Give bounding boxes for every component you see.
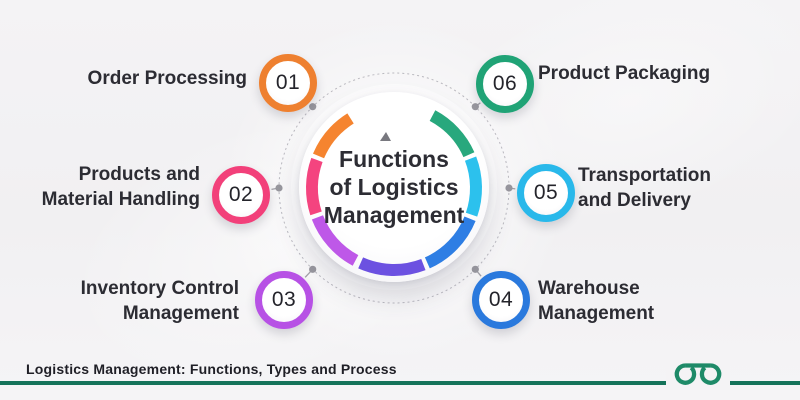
footer-divider-line bbox=[0, 381, 800, 385]
item-number: 04 bbox=[488, 288, 514, 311]
item-circle-06: 06 bbox=[476, 55, 534, 113]
item-circle-05: 05 bbox=[517, 164, 575, 222]
center-title-line: Functions bbox=[339, 146, 449, 172]
item-label-transportation-delivery: Transportation and Delivery bbox=[578, 165, 712, 211]
item-number: 03 bbox=[271, 288, 297, 311]
item-label-product-packaging: Product Packaging bbox=[538, 63, 711, 84]
item-circle-03: 03 bbox=[255, 271, 313, 329]
item-number: 01 bbox=[275, 71, 301, 94]
center-title-line: of Logistics bbox=[329, 174, 459, 200]
item-label-inventory-control-management: Inventory Control Management bbox=[80, 278, 239, 324]
item-label-products-material-handling: Products and Material Handling bbox=[41, 164, 200, 210]
geeksforgeeks-logo-icon bbox=[674, 363, 722, 385]
item-number: 06 bbox=[492, 72, 518, 95]
item-circle-04: 04 bbox=[472, 271, 530, 329]
item-label-warehouse-management: Warehouse Management bbox=[538, 278, 655, 324]
item-number: 05 bbox=[533, 181, 559, 204]
center-title-line: Management bbox=[323, 202, 465, 228]
footer-caption: Logistics Management: Functions, Types a… bbox=[26, 361, 397, 377]
item-circle-01: 01 bbox=[259, 54, 317, 112]
item-label-order-processing: Order Processing bbox=[87, 68, 247, 89]
geeksforgeeks-logo bbox=[666, 356, 730, 390]
item-circle-02: 02 bbox=[212, 166, 270, 224]
center-title: Functions of Logistics Management bbox=[299, 92, 489, 282]
item-number: 02 bbox=[228, 183, 254, 206]
